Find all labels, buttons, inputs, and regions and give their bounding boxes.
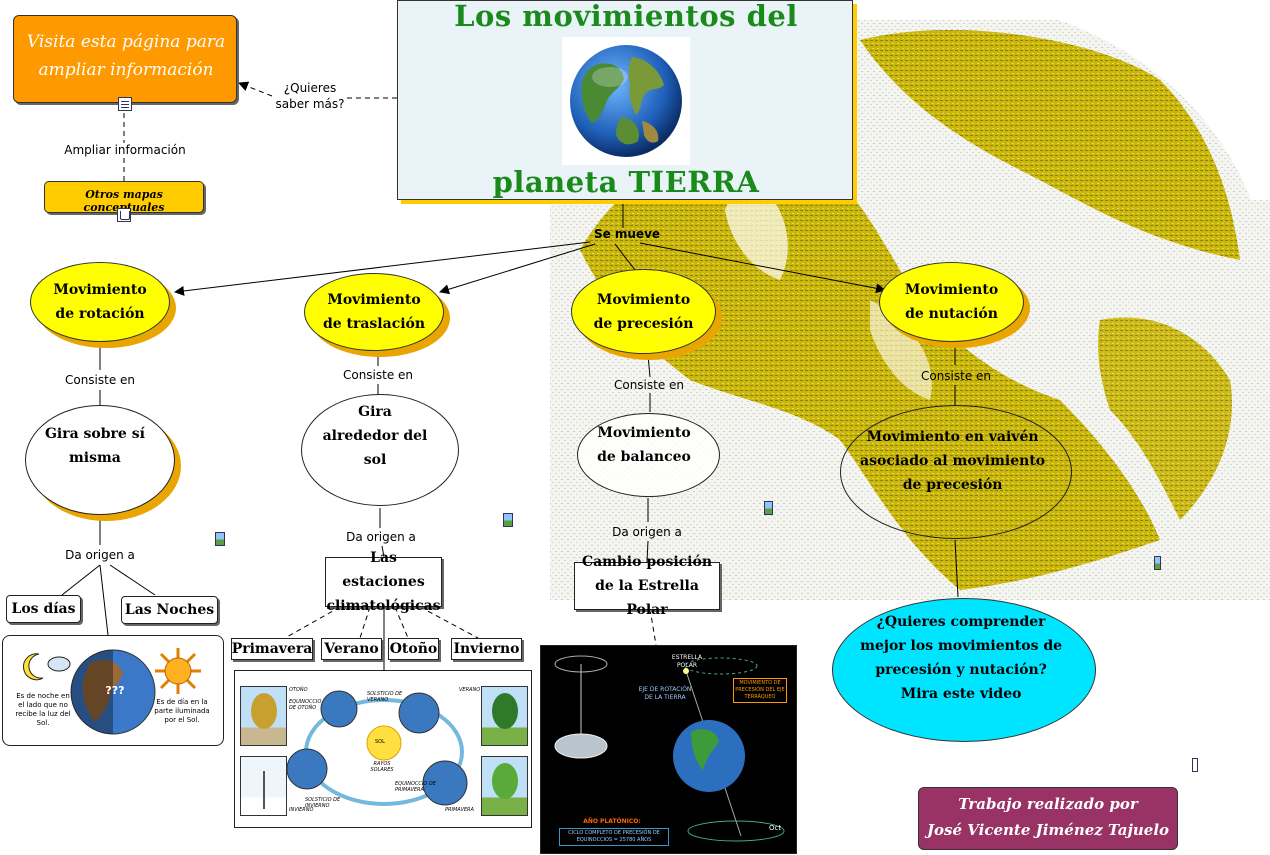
movimiento-balanceo-text: Movimiento de balanceo	[597, 425, 691, 465]
label-rayos: RAYOS SOLARES	[370, 761, 394, 773]
movimiento-precesion-text: Movimiento de precesión	[593, 291, 694, 332]
day-night-image[interactable]: Es de noche en el lado que no recibe la …	[2, 635, 224, 746]
image-link-icon[interactable]	[502, 513, 513, 527]
gira-sobre-si-misma-text: Gira sobre sí misma	[44, 426, 145, 466]
credit-line1: Trabajo realizado por	[958, 795, 1138, 813]
tree-spring	[481, 756, 528, 816]
label-otono: OTOÑO	[289, 687, 308, 693]
title-line2: planeta TIERRA	[492, 165, 760, 199]
image-link-icon[interactable]	[1154, 556, 1161, 570]
title-line1: Los movimientos del	[454, 0, 798, 33]
image-link-icon[interactable]	[214, 532, 225, 546]
sun-icon	[155, 648, 201, 694]
movimiento-balanceo-node[interactable]: Movimiento de balanceo	[577, 413, 773, 515]
title-box: Los movimientos del planeta TIERRA	[397, 0, 853, 200]
movimiento-vaiven-text: Movimiento en vaivén asociado al movimie…	[860, 429, 1046, 493]
movimiento-precesion-node[interactable]: Movimiento de precesión	[571, 269, 716, 354]
movimiento-traslacion-text: Movimiento de traslación	[322, 292, 426, 332]
consiste-en-label-nutacion: Consiste en	[920, 369, 992, 383]
label-oct: Oct	[769, 824, 782, 832]
question-marks: ???	[105, 684, 125, 697]
otros-mapas-box[interactable]: Otros mapas conceptuales	[44, 181, 204, 222]
estaciones-box[interactable]: Las estaciones climatológicas	[325, 550, 442, 614]
movimiento-nutacion-text: Movimiento de nutación	[904, 282, 999, 322]
credit-box: Trabajo realizado por José Vicente Jimén…	[918, 787, 1178, 850]
movimiento-rotacion-text: Movimiento de rotación	[53, 282, 147, 322]
label-eq-otono: EQUINOCCIO DE OTOÑO	[289, 699, 322, 711]
gira-alrededor-sol-node[interactable]: Gira alrededor del sol	[301, 394, 513, 527]
movimiento-vaiven-node[interactable]: Movimiento en vaivén asociado al movimie…	[840, 405, 1161, 570]
night-text: Es de noche en el lado que no recibe la …	[15, 692, 71, 727]
primavera-box[interactable]: Primavera	[231, 638, 313, 660]
da-origen-label-rotacion: Da origen a	[65, 548, 135, 562]
video-text: ¿Quieres comprender mejor los movimiento…	[860, 614, 1063, 702]
label-sol: SOL	[375, 739, 385, 745]
moon-cloud-icon	[22, 653, 71, 681]
consiste-en-label-traslacion: Consiste en	[342, 368, 414, 382]
verano-box[interactable]: Verano	[321, 638, 382, 660]
da-origen-label-traslacion: Da origen a	[346, 530, 416, 544]
consiste-en-label-rotacion: Consiste en	[64, 373, 136, 387]
tree-autumn	[240, 686, 287, 746]
movimiento-rotacion-node[interactable]: Movimiento de rotación	[30, 262, 170, 342]
label-sol-verano: SOLSTICIO DE VERANO	[367, 691, 403, 703]
video-node[interactable]: ¿Quieres comprender mejor los movimiento…	[832, 598, 1198, 772]
ampliar-informacion-label: Ampliar información	[64, 143, 186, 157]
visit-page-box[interactable]: Visita esta página para ampliar informac…	[13, 15, 237, 111]
label-ciclo: CICLO COMPLETO DE PRECESIÓN DE EQUINOCCI…	[559, 828, 669, 846]
document-link-icon[interactable]	[118, 97, 132, 111]
movimiento-traslacion-node[interactable]: Movimiento de traslación	[304, 273, 444, 351]
tree-summer	[481, 686, 528, 746]
seasons-orbit-icon	[287, 690, 468, 806]
label-estrella-polar: ESTRELLA POLAR	[671, 654, 703, 669]
concept-map-icon[interactable]	[117, 208, 131, 222]
earth-day-night-icon	[70, 649, 156, 735]
video-link-icon[interactable]	[1192, 758, 1198, 772]
se-mueve-label: Se mueve	[593, 227, 661, 241]
label-mov-precesion: MOVIMIENTO DE PRECESIÓN DEL EJE TERRÁQUE…	[733, 678, 787, 703]
consiste-en-label-precesion: Consiste en	[613, 378, 685, 392]
label-eje-rotacion: EJE DE ROTACIÓN DE LA TIERRA	[638, 686, 692, 701]
label-eq-primavera: EQUINOCCIO DE PRIMAVERA	[395, 781, 436, 793]
quieres-saber-label: ¿Quieres saber más?	[275, 81, 345, 111]
precession-diagram-icon	[554, 655, 785, 842]
invierno-box[interactable]: Invierno	[451, 638, 522, 660]
estrella-polar-box[interactable]: Cambio posición de la Estrella Polar	[574, 554, 720, 618]
movimiento-nutacion-node[interactable]: Movimiento de nutación	[879, 262, 1024, 342]
label-ano-platonico: AÑO PLATÓNICO:	[583, 818, 641, 825]
gira-sobre-si-misma-node[interactable]: Gira sobre sí misma	[25, 405, 225, 546]
credit-line2: José Vicente Jiménez Tajuelo	[926, 821, 1170, 839]
seasons-image[interactable]: OTOÑO VERANO EQUINOCCIO DE OTOÑO SOLSTIC…	[234, 670, 532, 828]
image-link-icon[interactable]	[764, 501, 773, 515]
tree-winter	[240, 756, 287, 816]
visit-page-text: Visita esta página para ampliar informac…	[26, 32, 226, 80]
earth-globe-icon	[562, 37, 690, 165]
precession-image[interactable]: ESTRELLA POLAR EJE DE ROTACIÓN DE LA TIE…	[540, 645, 797, 854]
label-primavera: PRIMAVERA	[445, 807, 474, 813]
day-text: Es de día en la parte iluminada por el S…	[154, 698, 210, 724]
otros-mapas-text: Otros mapas conceptuales	[84, 188, 165, 214]
da-origen-label-precesion: Da origen a	[612, 525, 682, 539]
los-dias-box[interactable]: Los días	[6, 595, 81, 623]
label-sol-invierno: SOLSTICIO DE INVIERNO	[305, 797, 341, 809]
label-invierno: INVIERNO	[289, 807, 314, 813]
otono-box[interactable]: Otoño	[388, 638, 439, 660]
label-verano: VERANO	[459, 687, 481, 693]
gira-alrededor-sol-text: Gira alrededor del sol	[322, 404, 428, 468]
las-noches-box[interactable]: Las Noches	[121, 596, 218, 624]
